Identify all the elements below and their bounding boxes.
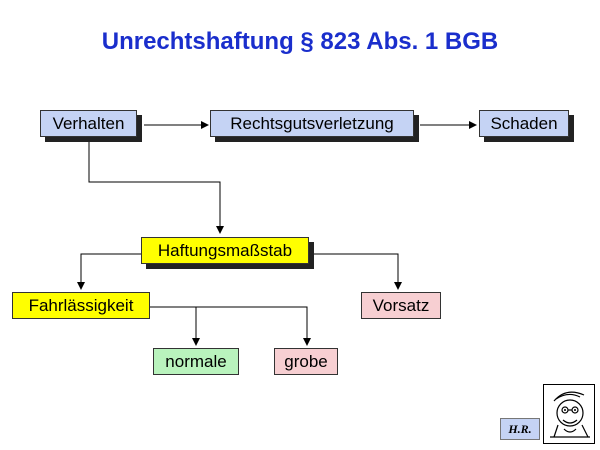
page-title: Unrechtshaftung § 823 Abs. 1 BGB <box>101 28 499 55</box>
arrow-haftungsmassstab-to-vorsatz <box>311 253 402 290</box>
node-verhalten: Verhalten <box>40 110 137 137</box>
node-vorsatz: Vorsatz <box>361 292 441 319</box>
node-schaden: Schaden <box>479 110 569 137</box>
author-badge: H.R. <box>500 418 540 440</box>
node-rechtsgutsverletzung: Rechtsgutsverletzung <box>210 110 414 137</box>
arrow-fahrlaessigkeit-to-grobe <box>196 306 311 346</box>
node-grobe: grobe <box>274 348 338 375</box>
node-fahrlaessigkeit: Fahrlässigkeit <box>12 292 150 319</box>
arrow-verhalten-to-haftungsmassstab <box>88 140 224 234</box>
node-normale: normale <box>153 348 239 375</box>
arrow-fahrlaessigkeit-to-normale <box>150 306 200 346</box>
author-caricature-icon <box>543 384 595 444</box>
node-haftungsmassstab: Haftungsmaßstab <box>141 237 309 264</box>
arrow-haftungsmassstab-to-fahrlaessigkeit <box>77 253 143 290</box>
